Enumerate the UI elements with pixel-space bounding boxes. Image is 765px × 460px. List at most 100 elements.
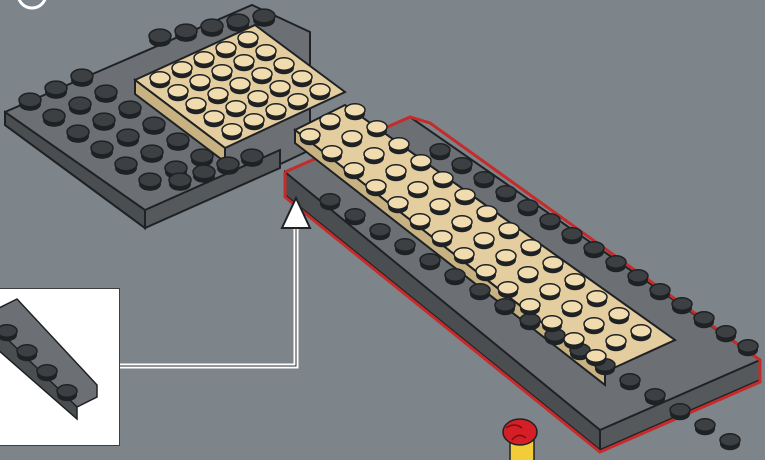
gray-stud <box>149 29 171 47</box>
gray-stud <box>69 97 91 115</box>
tan-stud <box>521 240 541 256</box>
tan-stud <box>172 62 192 78</box>
gray-stud <box>119 101 141 119</box>
gray-stud <box>19 93 41 111</box>
minifigure-icon <box>503 419 537 460</box>
gray-stud <box>141 145 163 163</box>
gray-stud <box>191 149 213 167</box>
tan-stud <box>565 274 585 290</box>
step-number-circle-icon <box>18 0 46 8</box>
tan-stud <box>248 91 268 107</box>
tan-stud <box>454 248 474 264</box>
gray-stud <box>253 9 275 27</box>
gray-stud <box>169 173 191 191</box>
gray-stud <box>0 325 17 341</box>
gray-stud <box>227 14 249 32</box>
gray-stud <box>650 284 670 300</box>
tan-stud <box>208 88 228 104</box>
tan-stud <box>520 299 540 315</box>
tan-stud <box>367 121 387 137</box>
gray-stud <box>720 434 740 450</box>
tan-stud <box>244 114 264 130</box>
tan-stud <box>186 98 206 114</box>
tan-stud <box>320 114 340 130</box>
gray-stud <box>694 312 714 328</box>
gray-stud <box>395 239 415 255</box>
gray-stud <box>241 149 263 167</box>
gray-stud <box>175 24 197 42</box>
gray-stud <box>628 270 648 286</box>
tan-stud <box>564 333 584 349</box>
tan-stud <box>252 68 272 84</box>
tan-stud <box>322 146 342 162</box>
gray-stud <box>518 200 538 216</box>
tan-stud <box>540 284 560 300</box>
gray-stud <box>193 165 215 183</box>
tan-stud <box>389 138 409 154</box>
gray-stud <box>430 144 450 160</box>
tan-stud <box>587 291 607 307</box>
gray-stud <box>201 19 223 37</box>
gray-stud <box>71 69 93 87</box>
tan-stud <box>411 155 431 171</box>
tan-stud <box>452 216 472 232</box>
gray-stud <box>562 228 582 244</box>
gray-stud <box>672 298 692 314</box>
gray-stud <box>320 194 340 210</box>
tan-stud <box>204 111 224 127</box>
gray-stud <box>470 284 490 300</box>
gray-stud <box>670 404 690 420</box>
tan-stud <box>631 325 651 341</box>
tan-stud <box>386 165 406 181</box>
tan-stud <box>498 282 518 298</box>
tan-stud <box>542 316 562 332</box>
gray-stud <box>452 158 472 174</box>
tan-stud <box>342 131 362 147</box>
gray-stud <box>345 209 365 225</box>
tan-stud <box>345 104 365 120</box>
gray-stud <box>645 389 665 405</box>
tan-stud <box>388 197 408 213</box>
tan-stud <box>270 81 290 97</box>
gray-stud <box>117 129 139 147</box>
gray-stud <box>45 81 67 99</box>
tan-stud <box>408 182 428 198</box>
gray-stud <box>37 365 57 381</box>
gray-stud <box>139 173 161 191</box>
tan-stud <box>455 189 475 205</box>
tan-stud <box>364 148 384 164</box>
tan-stud <box>222 124 242 140</box>
parts-callout <box>0 288 120 446</box>
tan-stud <box>609 308 629 324</box>
gray-stud <box>474 172 494 188</box>
gray-stud <box>17 345 37 361</box>
tan-stud <box>216 42 236 58</box>
gray-stud <box>445 269 465 285</box>
tan-stud <box>190 75 210 91</box>
tan-stud <box>274 58 294 74</box>
tan-stud <box>300 129 320 145</box>
tan-stud <box>212 65 232 81</box>
gray-stud <box>620 374 640 390</box>
tan-stud <box>410 214 430 230</box>
tan-stud <box>518 267 538 283</box>
tan-stud <box>310 84 330 100</box>
tan-stud <box>584 318 604 334</box>
gray-stud <box>67 125 89 143</box>
tan-stud <box>433 172 453 188</box>
tan-stud <box>168 85 188 101</box>
tan-stud <box>230 78 250 94</box>
tan-stud <box>476 265 496 281</box>
gray-stud <box>520 314 540 330</box>
tan-stud <box>288 94 308 110</box>
tan-stud <box>430 199 450 215</box>
gray-stud <box>695 419 715 435</box>
gray-stud <box>495 299 515 315</box>
gray-stud <box>95 85 117 103</box>
tan-stud <box>606 335 626 351</box>
gray-stud <box>143 117 165 135</box>
gray-stud <box>43 109 65 127</box>
tan-stud <box>432 231 452 247</box>
gray-stud <box>370 224 390 240</box>
tan-stud <box>344 163 364 179</box>
